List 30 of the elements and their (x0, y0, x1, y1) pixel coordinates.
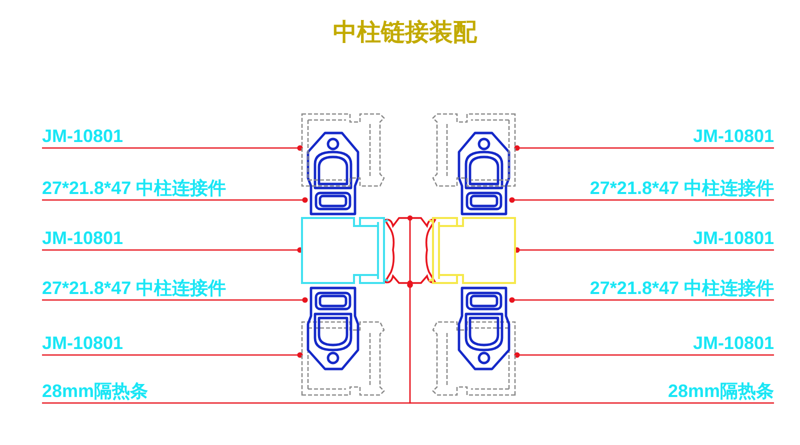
leader-line (42, 197, 308, 203)
leader-line (42, 145, 303, 151)
part-label: JM-10801 (692, 124, 774, 148)
leader-line (42, 297, 308, 303)
leader-line (42, 247, 303, 253)
leader-line (514, 145, 774, 151)
part-label: 27*21.8*47 中柱连接件 (42, 176, 226, 200)
part-label: JM-10801 (42, 331, 124, 355)
part-label: JM-10801 (42, 124, 124, 148)
leader-line (407, 282, 774, 404)
part-label: 27*21.8*47 中柱连接件 (590, 176, 774, 200)
connector-profile-drawing (455, 284, 512, 372)
mullion-profile-drawing (427, 216, 517, 285)
connector-profile-drawing (455, 130, 512, 218)
leader-line (509, 197, 774, 203)
leader-line (509, 297, 774, 303)
diagram-title: 中柱链接装配 (332, 18, 478, 48)
part-label: JM-10801 (692, 226, 774, 250)
mullion-profile-drawing (300, 216, 390, 285)
part-label: 27*21.8*47 中柱连接件 (590, 276, 774, 300)
part-label: 28mm隔热条 (668, 379, 774, 403)
part-label: JM-10801 (692, 331, 774, 355)
leader-line (514, 247, 774, 253)
part-label: JM-10801 (42, 226, 124, 250)
part-label: 27*21.8*47 中柱连接件 (42, 276, 226, 300)
leader-line (42, 352, 303, 358)
connector-profile-drawing (305, 284, 362, 372)
leader-line (514, 352, 774, 358)
connector-profile-drawing (305, 130, 362, 218)
part-label: 28mm隔热条 (42, 379, 148, 403)
